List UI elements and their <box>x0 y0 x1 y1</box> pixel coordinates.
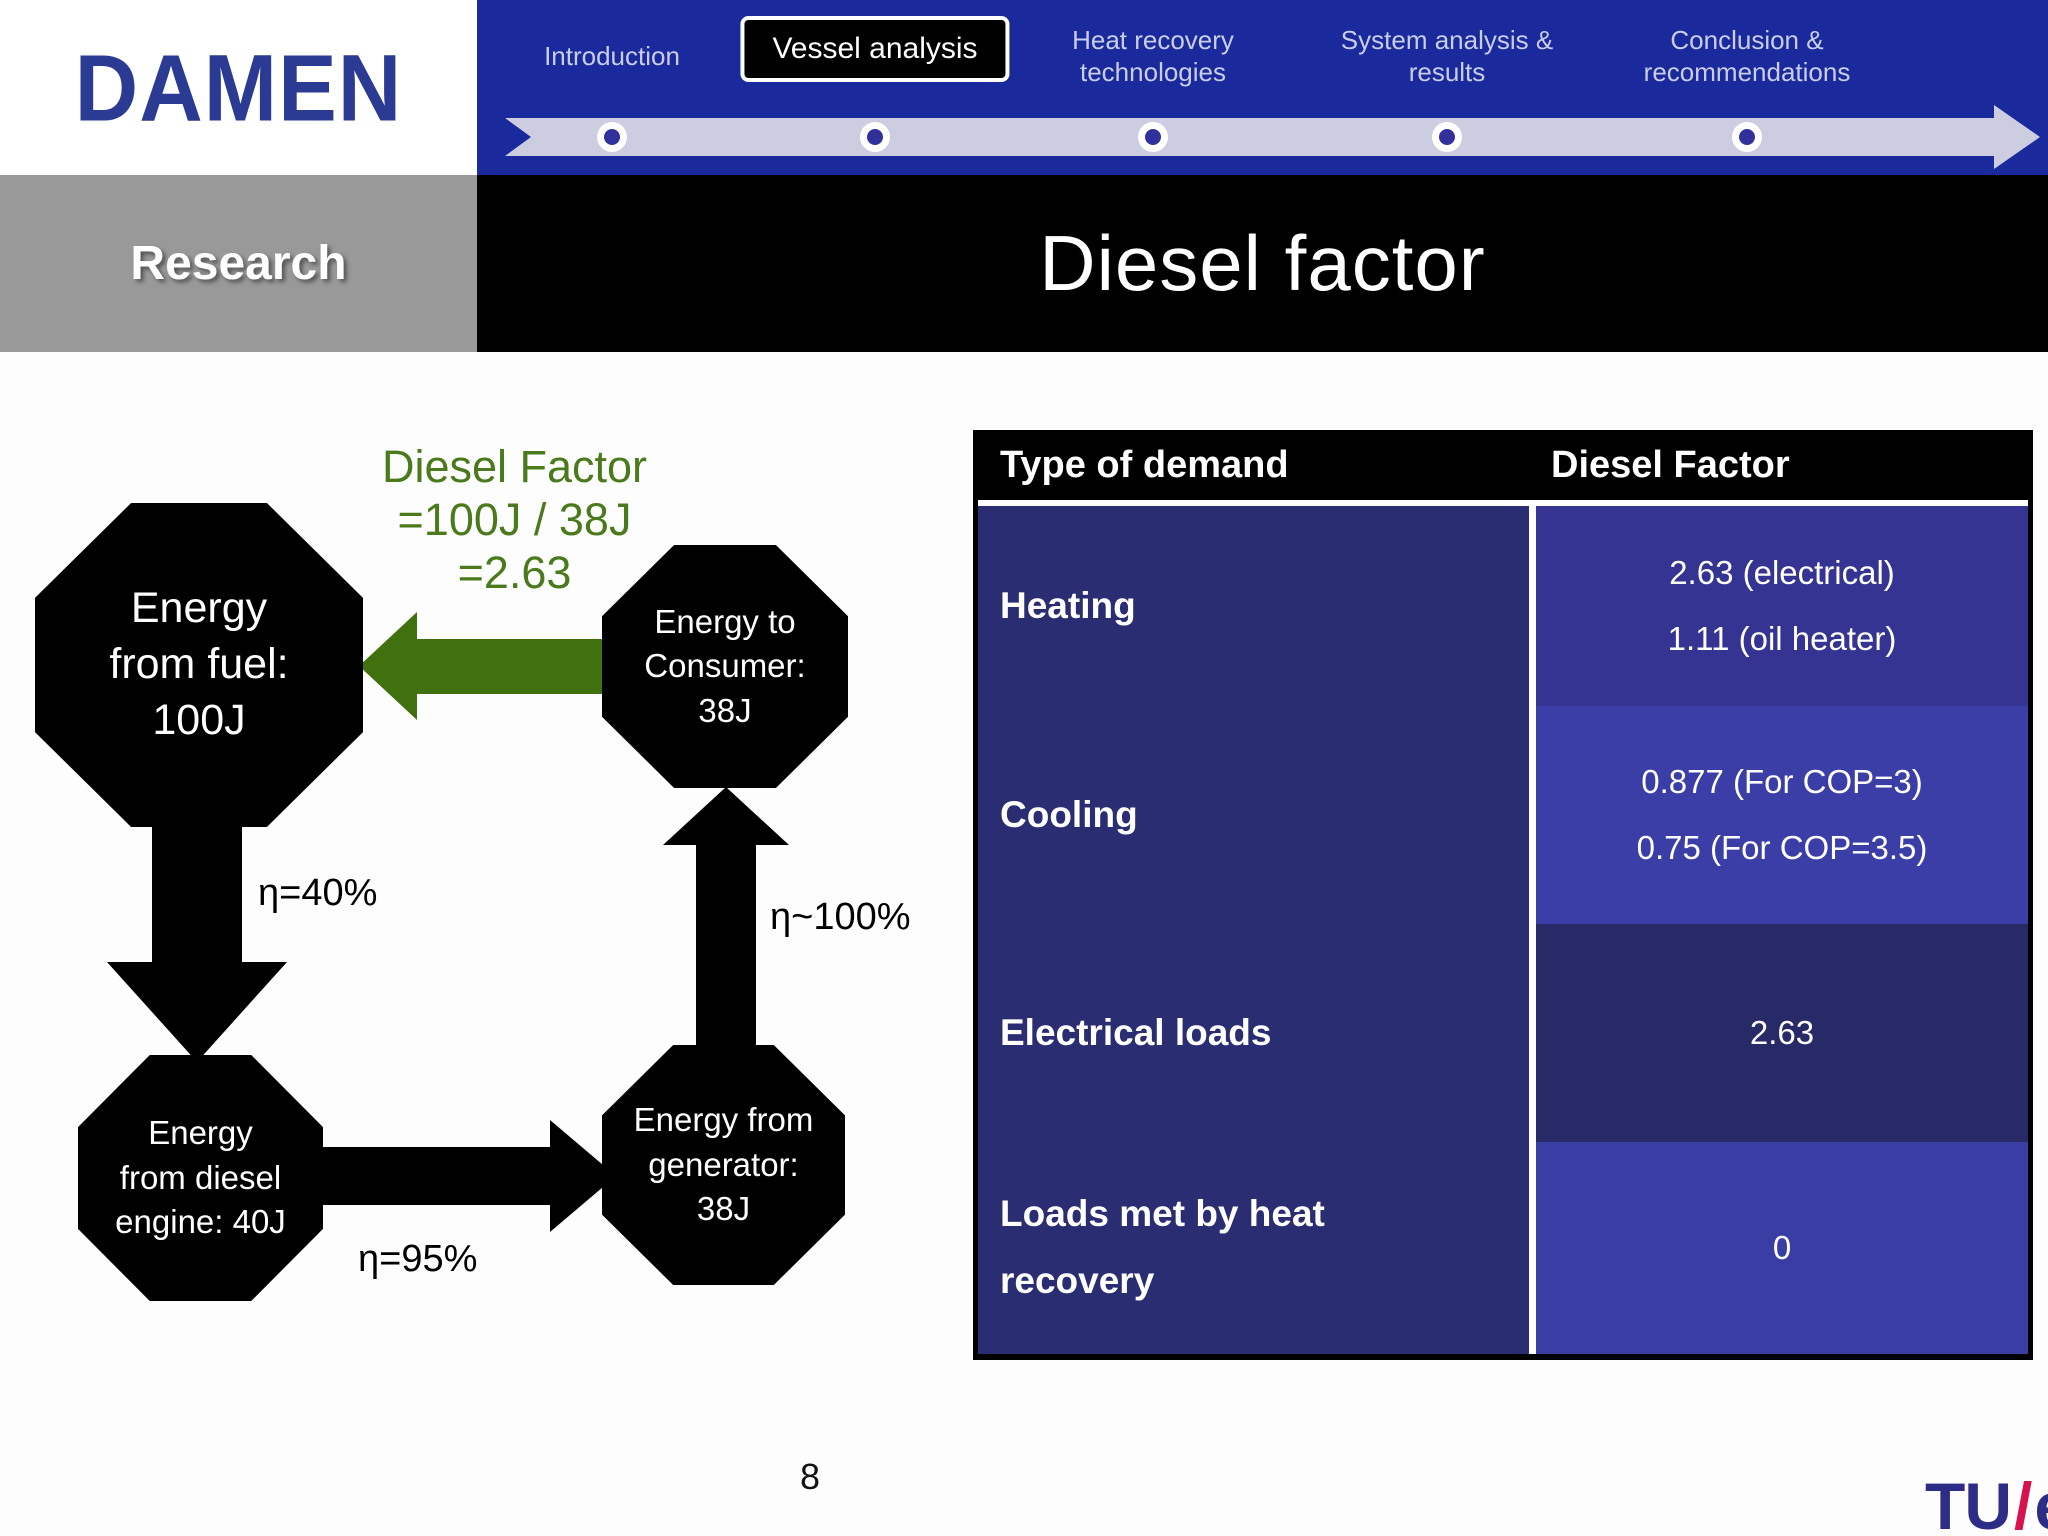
table-row-electrical-loads-label: Electrical loads <box>978 924 1529 1142</box>
table-cell-electrical-loads-factor: 2.63 <box>1536 924 2028 1142</box>
node-energy-from-fuel: Energy from fuel: 100J <box>35 503 363 827</box>
efficiency-label-generator: η=95% <box>358 1238 478 1280</box>
tab-label: Conclusion & recommendations <box>1643 24 1851 88</box>
row-label: Electrical loads <box>1000 1011 1272 1053</box>
node-line: from diesel <box>119 1158 282 1196</box>
table-cell-heating-factor: 2.63 (electrical) 1.11 (oil heater) <box>1536 506 2028 706</box>
formula-line: =2.63 <box>457 547 572 599</box>
row-label: Heating <box>1000 584 1136 626</box>
node-line: Energy <box>148 1114 253 1152</box>
node-energy-from-generator: Energy from generator: 38J <box>602 1045 845 1285</box>
arrow-engine-to-generator-shaft <box>318 1147 550 1205</box>
node-line: Energy from <box>633 1101 814 1139</box>
tue-logo-tu: TU <box>1925 1469 2012 1536</box>
row-label: Cooling <box>1000 793 1138 835</box>
tab-label: Vessel analysis <box>772 32 978 65</box>
tab-heat-recovery-technologies[interactable]: Heat recovery technologies <box>1028 0 1278 112</box>
page-title: Diesel factor <box>1039 219 1486 307</box>
factor-value: 0.877 (For COP=3) <box>1641 763 1923 800</box>
damen-wordmark: DAMEN <box>74 33 403 141</box>
node-line: 100J <box>152 695 246 744</box>
diesel-factor-table: Type of demand Diesel Factor Heating Coo… <box>973 430 2033 1360</box>
tab-system-analysis-results[interactable]: System analysis & results <box>1317 0 1577 112</box>
tue-logo: TU/e <box>1925 1468 2048 1536</box>
tue-logo-e: e <box>2034 1469 2048 1536</box>
column-header-type-of-demand: Type of demand <box>1000 443 1289 486</box>
arrow-fuel-to-engine-shaft <box>152 820 242 968</box>
section-label: Research <box>130 237 347 290</box>
node-line: generator: <box>648 1145 799 1183</box>
progress-dot-introduction <box>597 122 627 152</box>
progress-dot-conclusion <box>1732 122 1762 152</box>
tue-logo-slash: / <box>2013 1469 2032 1536</box>
progress-track <box>505 118 1995 156</box>
formula-line: =100J / 38J <box>397 494 632 546</box>
arrow-fuel-to-engine-head-icon <box>107 962 287 1062</box>
green-arrow-consumer-to-fuel-head-icon <box>359 612 417 720</box>
progress-arrowhead-icon <box>1994 105 2040 169</box>
node-line: engine: 40J <box>115 1203 286 1241</box>
green-arrow-consumer-to-fuel-shaft <box>416 639 608 694</box>
node-line: Consumer: <box>644 647 806 685</box>
column-divider <box>1529 506 1536 1354</box>
arrow-generator-to-consumer-head-icon <box>663 787 789 845</box>
table-row-heat-recovery-label: Loads met by heat recovery <box>978 1142 1529 1354</box>
node-line: Energy to <box>654 602 796 640</box>
tab-conclusion-recommendations[interactable]: Conclusion & recommendations <box>1602 0 1892 112</box>
factor-value: 2.63 <box>1749 1014 1815 1051</box>
progress-dot-vessel-analysis <box>860 122 890 152</box>
arrow-generator-to-consumer-shaft <box>696 843 756 1049</box>
node-line: Energy <box>130 584 268 633</box>
factor-column: 2.63 (electrical) 1.11 (oil heater) 0.87… <box>1536 506 2028 1354</box>
tab-label: System analysis & results <box>1340 24 1554 88</box>
factor-value: 2.63 (electrical) <box>1669 554 1895 591</box>
diesel-factor-formula: Diesel Factor =100J / 38J =2.63 <box>287 440 742 599</box>
title-bar: Diesel factor <box>477 175 2048 352</box>
table-body: Heating Cooling Electrical loads Loads m… <box>978 506 2028 1354</box>
node-line: from fuel: <box>109 640 289 689</box>
factor-value: 0.75 (For COP=3.5) <box>1636 829 1928 866</box>
table-cell-cooling-factor: 0.877 (For COP=3) 0.75 (For COP=3.5) <box>1536 706 2028 924</box>
node-energy-from-diesel-engine: Energy from diesel engine: 40J <box>78 1055 323 1301</box>
section-label-box: Research <box>0 175 477 352</box>
formula-line: Diesel Factor <box>381 441 648 492</box>
row-label: Loads met by heat recovery <box>1000 1193 1325 1301</box>
table-row-heating-label: Heating <box>978 506 1529 706</box>
table-cell-heat-recovery-factor: 0 <box>1536 1142 2028 1354</box>
node-energy-to-consumer: Energy to Consumer: 38J <box>602 545 848 788</box>
tab-label: Introduction <box>544 40 680 71</box>
node-line: 38J <box>698 691 752 729</box>
tab-label: Heat recovery technologies <box>1072 24 1234 88</box>
tab-introduction[interactable]: Introduction <box>544 0 680 112</box>
nav-bar: Introduction Vessel analysis Heat recove… <box>477 0 2048 175</box>
tab-vessel-analysis[interactable]: Vessel analysis <box>740 16 1010 82</box>
factor-value: 1.11 (oil heater) <box>1667 620 1897 657</box>
column-header-diesel-factor: Diesel Factor <box>1551 443 1790 486</box>
demand-column: Heating Cooling Electrical loads Loads m… <box>978 506 1529 1354</box>
factor-value: 0 <box>1772 1229 1792 1266</box>
efficiency-label-engine: η=40% <box>258 872 378 914</box>
damen-logo: DAMEN <box>0 0 477 175</box>
efficiency-label-consumer: η~100% <box>770 896 911 938</box>
node-line: 38J <box>696 1190 751 1228</box>
table-row-cooling-label: Cooling <box>978 706 1529 924</box>
progress-dot-heat-recovery <box>1138 122 1168 152</box>
page-number: 8 <box>800 1456 821 1497</box>
progress-dot-system-analysis <box>1432 122 1462 152</box>
table-header-row: Type of demand Diesel Factor <box>978 430 2028 506</box>
